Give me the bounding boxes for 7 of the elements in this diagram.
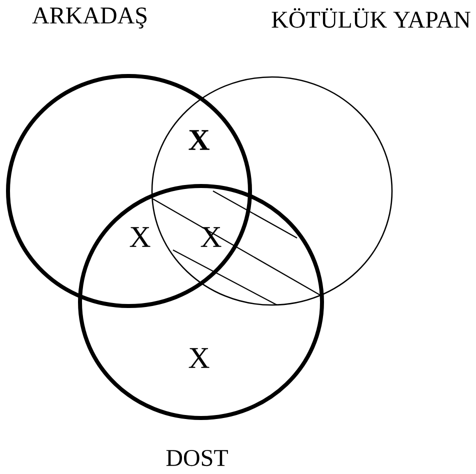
- region-mark: X: [188, 348, 210, 368]
- region-mark: X: [200, 227, 222, 247]
- set-label: ARKADAŞ: [32, 8, 146, 28]
- set-label: KÖTÜLÜK YAPAN: [272, 8, 470, 28]
- region-mark: X: [130, 227, 150, 247]
- region-mark: X: [188, 130, 210, 150]
- set-label: DOST: [166, 450, 228, 466]
